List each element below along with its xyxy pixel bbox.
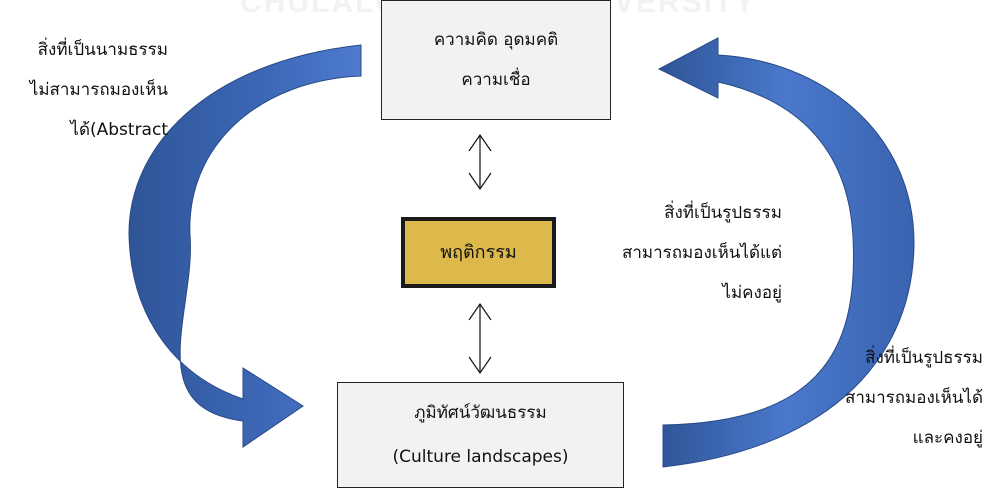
concrete-impermanent-line-2: สามารถมองเห็นได้แต่ [621, 243, 782, 263]
concrete-impermanent-note: สิ่งที่เป็นรูปธรรม สามารถมองเห็นได้แต่ ไ… [622, 193, 782, 313]
behavior-box: พฤติกรรม [401, 217, 556, 288]
left-curved-arrow [128, 44, 362, 448]
ideology-line-1: ความคิด อุดมคติ [433, 30, 559, 50]
abstract-note-line-2: ไม่สามารถมองเห็น [29, 80, 168, 100]
ideology-line-2: ความเชื่อ [461, 70, 531, 90]
double-arrow-bottom [468, 302, 492, 375]
culture-landscape-line-2: (Culture landscapes) [392, 447, 569, 467]
concrete-permanent-note: สิ่งที่เป็นรูปธรรม สามารถมองเห็นได้ และค… [845, 338, 983, 458]
double-arrow-top [468, 133, 492, 191]
concrete-permanent-line-2: สามารถมองเห็นได้ [844, 388, 983, 408]
right-curved-arrow [657, 37, 915, 468]
culture-landscape-box: ภูมิทัศน์วัฒนธรรม (Culture landscapes) [337, 382, 624, 488]
concrete-permanent-line-1: สิ่งที่เป็นรูปธรรม [865, 348, 983, 368]
abstract-note-line-1: สิ่งที่เป็นนามธรรม [37, 40, 168, 60]
concrete-permanent-line-3: และคงอยู่ [912, 428, 983, 448]
ideology-box: ความคิด อุดมคติ ความเชื่อ [381, 0, 611, 120]
concrete-impermanent-line-3: ไม่คงอยู่ [722, 283, 782, 303]
abstract-note: สิ่งที่เป็นนามธรรม ไม่สามารถมองเห็น ได้(… [30, 30, 168, 150]
behavior-label: พฤติกรรม [440, 241, 517, 263]
culture-landscape-line-1: ภูมิทัศน์วัฒนธรรม [414, 403, 547, 423]
concrete-impermanent-line-1: สิ่งที่เป็นรูปธรรม [664, 203, 782, 223]
abstract-note-line-3: ได้(Abstract [70, 120, 168, 140]
